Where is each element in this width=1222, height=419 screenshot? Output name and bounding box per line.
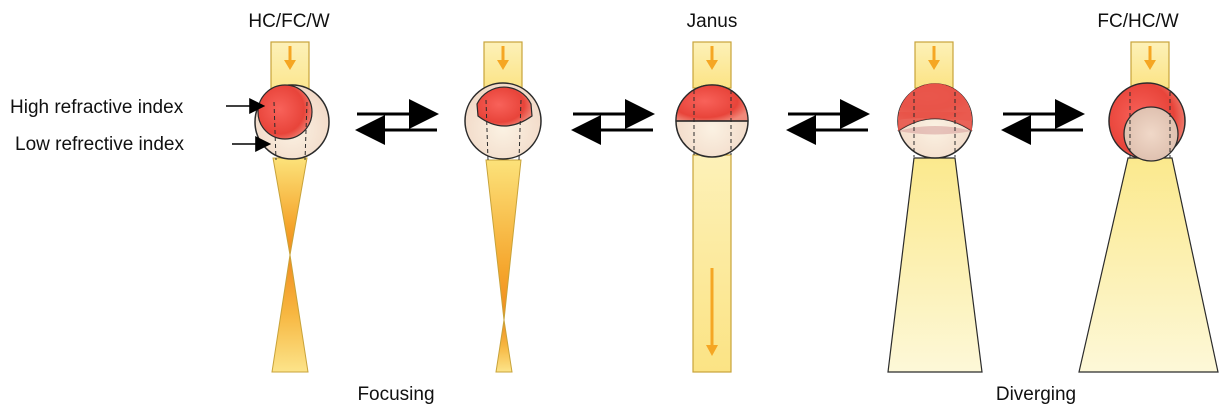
focus-cone-upper-2 <box>486 160 521 320</box>
label-low-refractive-index: Low refrective index <box>15 135 184 154</box>
diverging-cone-2 <box>1079 158 1218 372</box>
focus-cone-upper-1 <box>273 158 307 255</box>
diverging-cone-1 <box>888 158 982 372</box>
focus-cone-lower-2 <box>496 320 512 372</box>
label-hc-fc-w: HC/FC/W <box>248 12 329 31</box>
label-janus: Janus <box>687 12 738 31</box>
label-diverging: Diverging <box>996 385 1076 404</box>
droplet-1-high-index-core <box>258 85 312 139</box>
droplet-3-high-index-half <box>676 85 748 121</box>
label-fc-hc-w: FC/HC/W <box>1097 12 1178 31</box>
label-high-refractive-index: High refractive index <box>10 98 183 117</box>
label-focusing: Focusing <box>357 385 434 404</box>
focus-cone-lower-1 <box>272 255 308 372</box>
